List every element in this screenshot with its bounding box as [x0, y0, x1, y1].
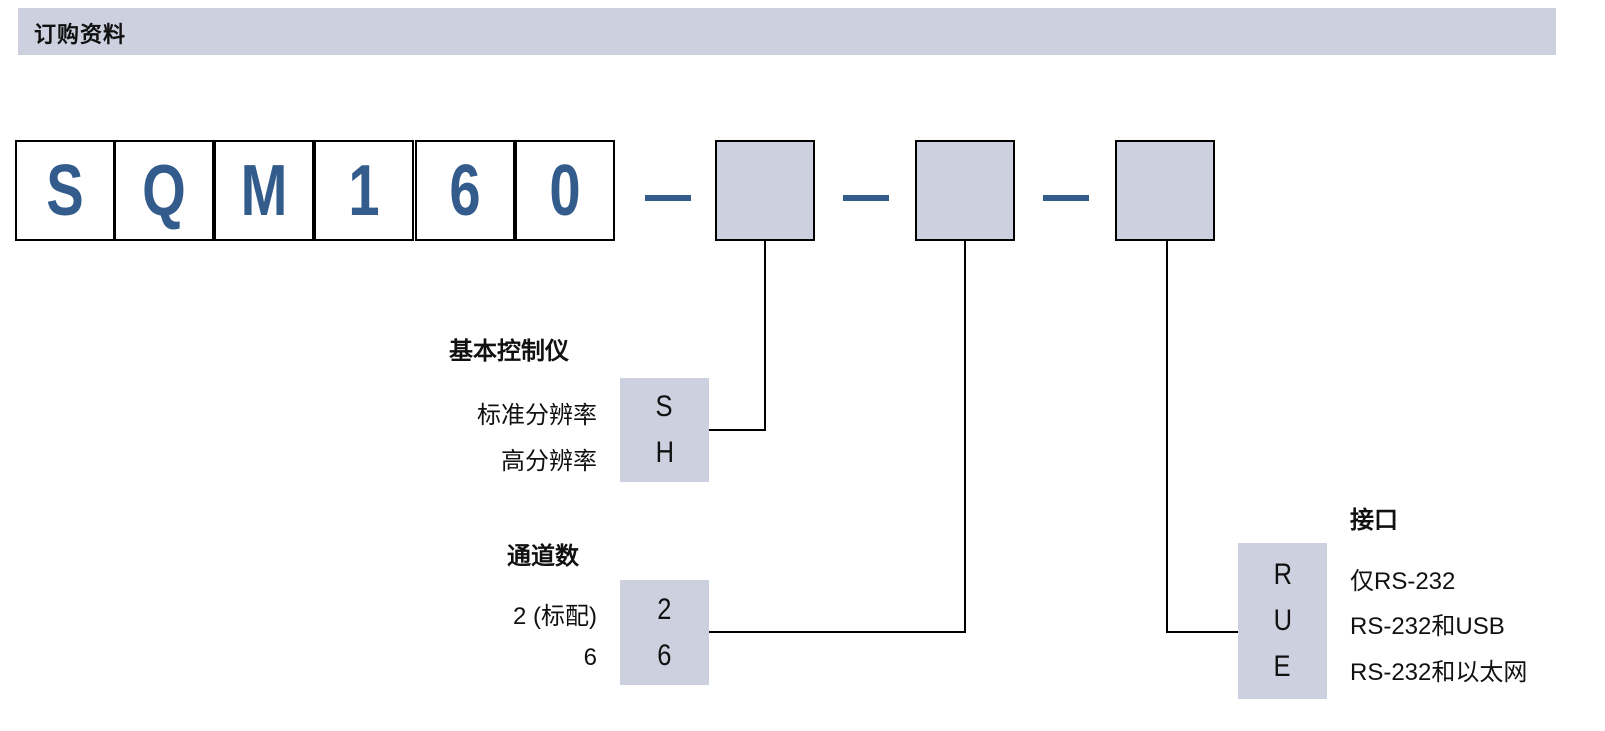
page-title: 订购资料: [34, 22, 127, 48]
dash: [645, 195, 691, 201]
option-code: H: [655, 436, 674, 469]
option-code: E: [1273, 650, 1291, 683]
option-slot-channels: [915, 140, 1015, 241]
option-code: S: [655, 390, 673, 423]
dash: [843, 195, 889, 201]
code-cell: 6: [415, 140, 515, 241]
code-cell: 0: [515, 140, 615, 241]
group-heading-controller: 基本控制仪: [449, 336, 569, 365]
code-char: 0: [549, 150, 581, 231]
connector-line: [1166, 631, 1238, 633]
connector-line: [964, 241, 966, 633]
option-label: RS-232和USB: [1350, 613, 1505, 640]
code-char: S: [46, 150, 84, 231]
option-label: 标准分辨率: [477, 402, 597, 429]
group-heading-interface: 接口: [1350, 505, 1398, 534]
code-cell: M: [214, 140, 314, 241]
option-code: R: [1273, 558, 1292, 591]
code-char: 1: [348, 150, 380, 231]
group-heading-channels: 通道数: [507, 541, 579, 570]
code-char: M: [240, 150, 288, 231]
option-code: 2: [657, 592, 672, 626]
code-char: Q: [142, 150, 186, 231]
option-code: 6: [657, 638, 672, 672]
option-slot-controller: [715, 140, 815, 241]
option-code: U: [1273, 604, 1292, 637]
code-box-controller: S H: [620, 378, 709, 482]
code-box-channels: 2 6: [620, 580, 709, 685]
option-label: 仅RS-232: [1350, 568, 1456, 595]
connector-line: [764, 241, 766, 431]
option-label: 6: [583, 644, 597, 671]
connector-line: [709, 429, 766, 431]
code-box-interface: R U E: [1238, 543, 1327, 699]
code-cell: 1: [314, 140, 414, 241]
header-band: [18, 8, 1556, 55]
connector-line: [709, 631, 966, 633]
option-label: 高分辨率: [501, 448, 597, 475]
option-slot-interface: [1115, 140, 1215, 241]
code-char: 6: [449, 150, 481, 231]
connector-line: [1166, 241, 1168, 633]
option-label: RS-232和以太网: [1350, 659, 1528, 686]
option-label: 2 (标配): [513, 603, 597, 630]
dash: [1043, 195, 1089, 201]
code-cell: S: [15, 140, 115, 241]
code-cell: Q: [114, 140, 214, 241]
